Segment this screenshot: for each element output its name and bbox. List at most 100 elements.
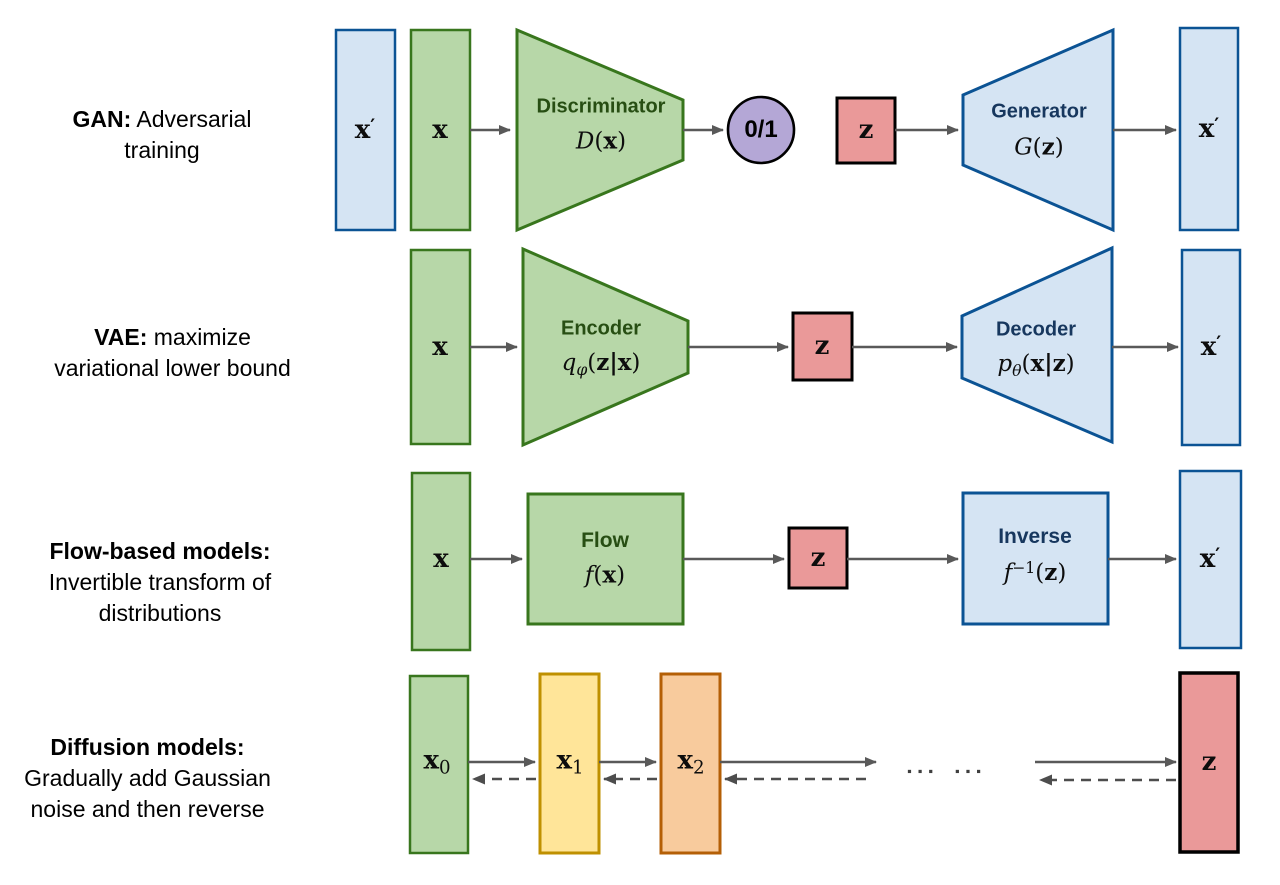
formula-fn: f: [1003, 559, 1013, 586]
formula-close: ): [631, 350, 641, 377]
formula-close: ): [1057, 559, 1067, 586]
vae-input-label: x: [432, 332, 448, 362]
label-base: x: [423, 745, 439, 776]
vae-decoder-name: Decoder: [995, 318, 1077, 341]
gan-discriminator-formula: D(x): [576, 128, 626, 155]
formula-close: ): [1054, 134, 1064, 161]
flow-title-bold: Flow-based models:: [49, 538, 271, 564]
gan-latent-z-label: z: [859, 115, 874, 145]
label-base: x: [1199, 544, 1216, 575]
formula-fn: D: [575, 128, 595, 155]
vae-row-title: VAE: maximize variational lower bound: [20, 322, 325, 384]
formula-arg: x: [603, 127, 618, 155]
vae-encoder-trapezoid: [521, 246, 690, 448]
formula-open: (: [1032, 134, 1042, 161]
label-base: z: [1201, 747, 1217, 777]
flow-function-rect: [526, 492, 685, 626]
gan-latent-z-rect: [835, 96, 897, 165]
gan-generator-name: Generator: [991, 100, 1087, 123]
formula-open: (: [587, 350, 597, 377]
diffusion-x0-rect: [408, 674, 470, 855]
diffusion-x0-label: x0: [423, 746, 450, 779]
diffusion-latent-z-label: z: [1202, 747, 1217, 777]
gan-title-bold: GAN:: [72, 106, 132, 132]
diffusion-x2-label: x2: [677, 746, 704, 779]
formula-arg: z: [1044, 558, 1058, 586]
gan-title-line1: GAN: Adversarial: [22, 104, 302, 135]
gan-generated-sample-rect: [1178, 26, 1240, 232]
diffusion-ellipsis-dots: ▪▪▪ ▪▪▪: [907, 764, 987, 779]
label-base: x: [1200, 332, 1217, 363]
formula-close: ): [616, 562, 626, 589]
formula-arg: x: [602, 561, 617, 589]
dots-group-2: ▪▪▪: [955, 763, 987, 779]
gan-discriminator-name: Discriminator: [536, 95, 666, 118]
gan-generated-sample-label: x′: [1199, 114, 1219, 144]
formula-fn: G: [1014, 134, 1033, 161]
label-sub: 1: [571, 757, 584, 779]
flow-title-line2: Invertible transform of: [48, 569, 272, 595]
formula-fn: q: [561, 350, 577, 377]
vae-output-label: x′: [1201, 332, 1221, 362]
label-sup: ′: [370, 114, 376, 137]
gan-title-line2: training: [124, 137, 200, 163]
formula-open: (: [1021, 351, 1031, 378]
formula-open: (: [1035, 559, 1045, 586]
flow-output-rect: [1178, 469, 1243, 650]
label-sup: ′: [1216, 331, 1222, 354]
flow-latent-z-rect: [787, 526, 849, 590]
flow-row-title: Flow-based models: Invertible transform …: [10, 536, 310, 629]
formula-fn: p: [997, 351, 1013, 378]
vae-decoder-formula: pθ(x|z): [997, 350, 1074, 380]
diffusion-x2-rect: [659, 672, 722, 855]
gan-fake-sample-label: x′: [355, 115, 375, 145]
flow-block-formula: f(x): [585, 562, 625, 589]
label-sup: ′: [1215, 543, 1221, 566]
flow-title-line3: distributions: [98, 600, 222, 626]
gan-real-sample-rect: [409, 28, 472, 232]
label-sub: 2: [692, 757, 705, 779]
flow-input-rect: [410, 471, 472, 652]
flow-block-name: Flow: [581, 529, 629, 552]
diffusion-title-bold: Diffusion models:: [50, 734, 245, 760]
label-sup: ′: [1214, 113, 1220, 136]
flow-output-label: x′: [1200, 544, 1220, 574]
diffusion-x1-label: x1: [556, 746, 583, 779]
gan-generator-trapezoid: [961, 27, 1115, 233]
flow-inverse-name: Inverse: [998, 525, 1072, 548]
formula-open: (: [593, 562, 603, 589]
vae-output-rect: [1180, 248, 1242, 447]
diffusion-title-line3: noise and then reverse: [30, 796, 265, 822]
gan-fake-sample-rect: [334, 28, 397, 232]
label-base: x: [677, 745, 693, 776]
formula-close: ): [617, 128, 627, 155]
label-base: x: [556, 745, 572, 776]
vae-title-line1: VAE: maximize: [20, 322, 325, 353]
dots-group-1: ▪▪▪: [907, 763, 939, 779]
label-base: x: [432, 332, 448, 362]
vae-decoder-trapezoid: [960, 245, 1114, 445]
label-base: x: [1198, 114, 1215, 145]
flow-input-label: x: [433, 544, 449, 574]
label-base: x: [433, 544, 449, 574]
flow-title-line1: Flow-based models:: [10, 536, 310, 567]
label-base: z: [814, 331, 830, 361]
label-sub: 0: [438, 757, 451, 779]
formula-open: (: [594, 128, 604, 155]
formula-sub: θ: [1012, 360, 1022, 380]
formula-fn: f: [584, 562, 594, 589]
vae-latent-z-label: z: [815, 331, 830, 361]
label-base: z: [810, 543, 826, 573]
formula-close: ): [1065, 351, 1075, 378]
gan-title-rest: Adversarial: [131, 106, 252, 132]
gan-discriminator-trapezoid: [515, 27, 685, 233]
diffusion-row-title: Diffusion models: Gradually add Gaussian…: [0, 732, 295, 825]
vae-title-line2: variational lower bound: [54, 355, 291, 381]
formula-sub: φ: [576, 359, 588, 379]
gan-output-circle: [726, 95, 796, 165]
formula-arg: z|x: [596, 349, 632, 377]
formula-arg: x|z: [1030, 350, 1066, 378]
label-base: x: [432, 115, 448, 145]
